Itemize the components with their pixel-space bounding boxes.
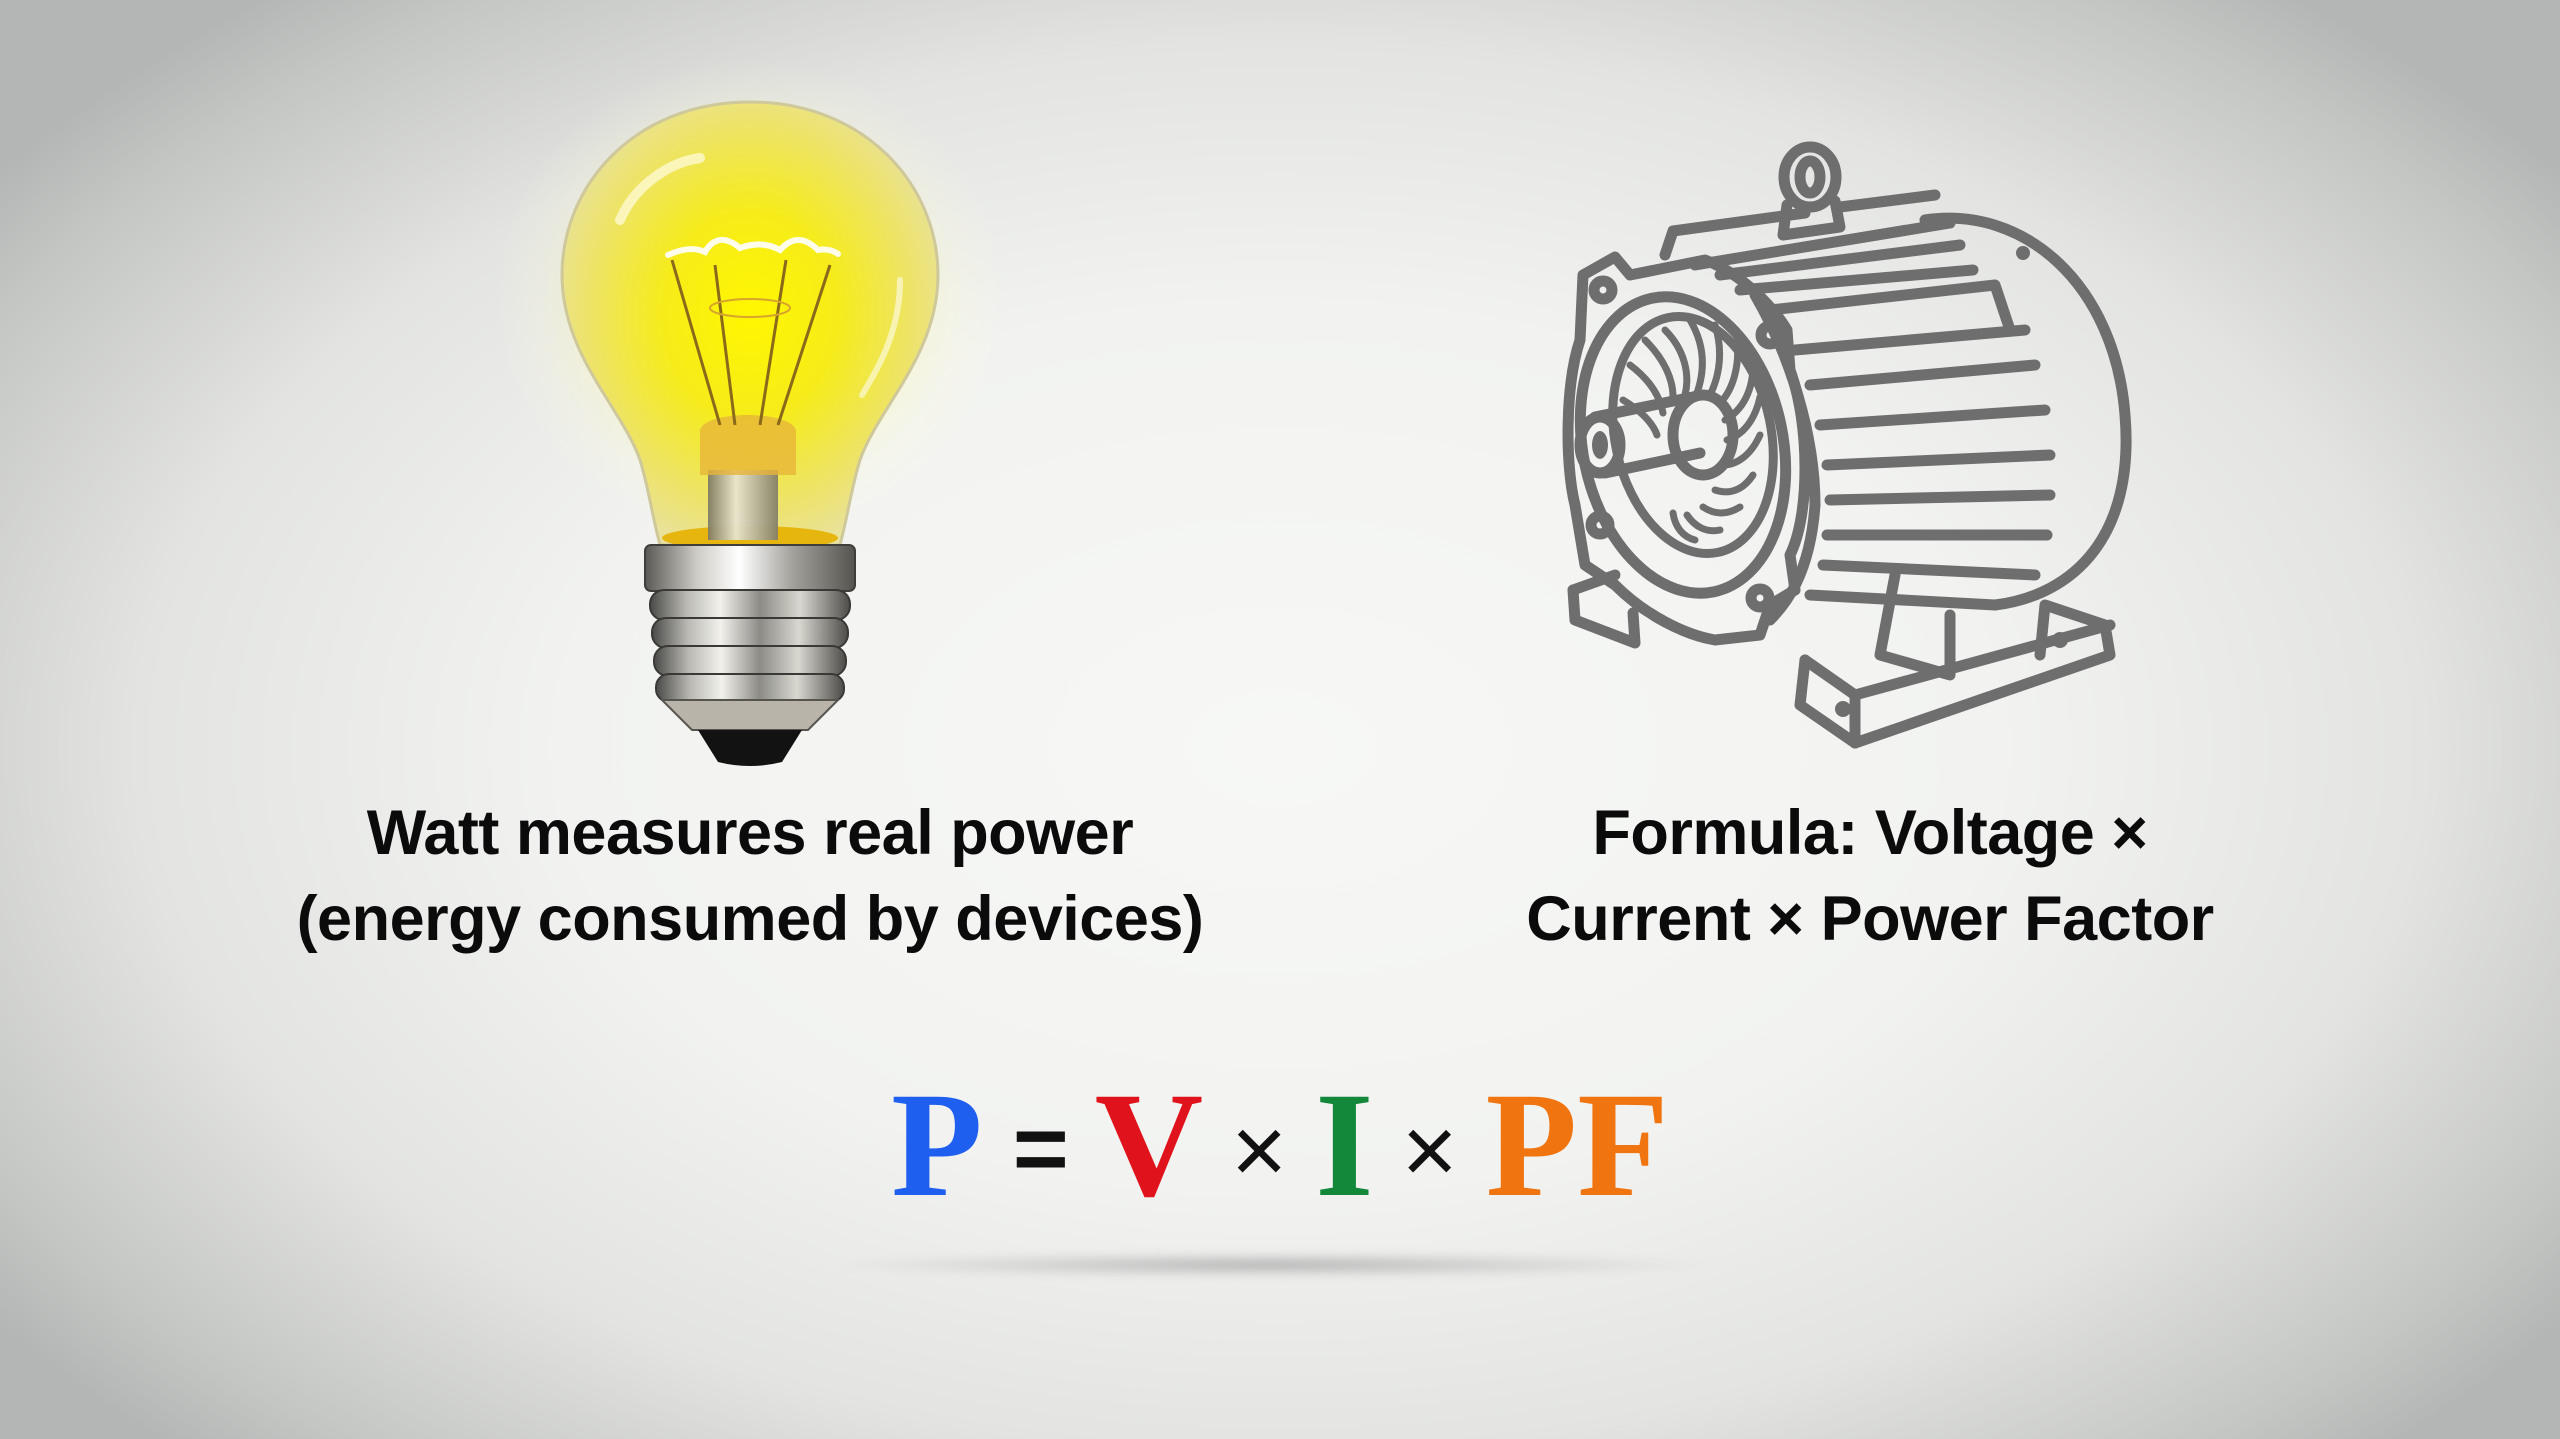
left-caption: Watt measures real power (energy consume… [200, 790, 1300, 962]
formula-term-power-factor: PF [1485, 1062, 1669, 1228]
formula-term-voltage: V [1094, 1062, 1204, 1228]
formula-equals-sign: = [1012, 1095, 1069, 1202]
power-formula: P = V × I × PF [680, 1070, 1880, 1220]
light-bulb-icon [560, 100, 940, 766]
right-caption: Formula: Voltage × Current × Power Facto… [1320, 790, 2420, 962]
formula-term-current: I [1315, 1062, 1374, 1228]
formula-times-sign: × [1231, 1097, 1288, 1204]
right-caption-line-2: Current × Power Factor [1526, 884, 2214, 954]
left-caption-line-2: (energy consumed by devices) [296, 884, 1204, 954]
right-caption-line-1: Formula: Voltage × [1592, 798, 2148, 868]
formula-shadow [830, 1252, 1710, 1278]
formula-term-power: P [891, 1062, 983, 1228]
left-caption-line-1: Watt measures real power [366, 798, 1134, 868]
formula-times-sign: × [1401, 1097, 1458, 1204]
electric-motor-icon [1562, 141, 2132, 749]
